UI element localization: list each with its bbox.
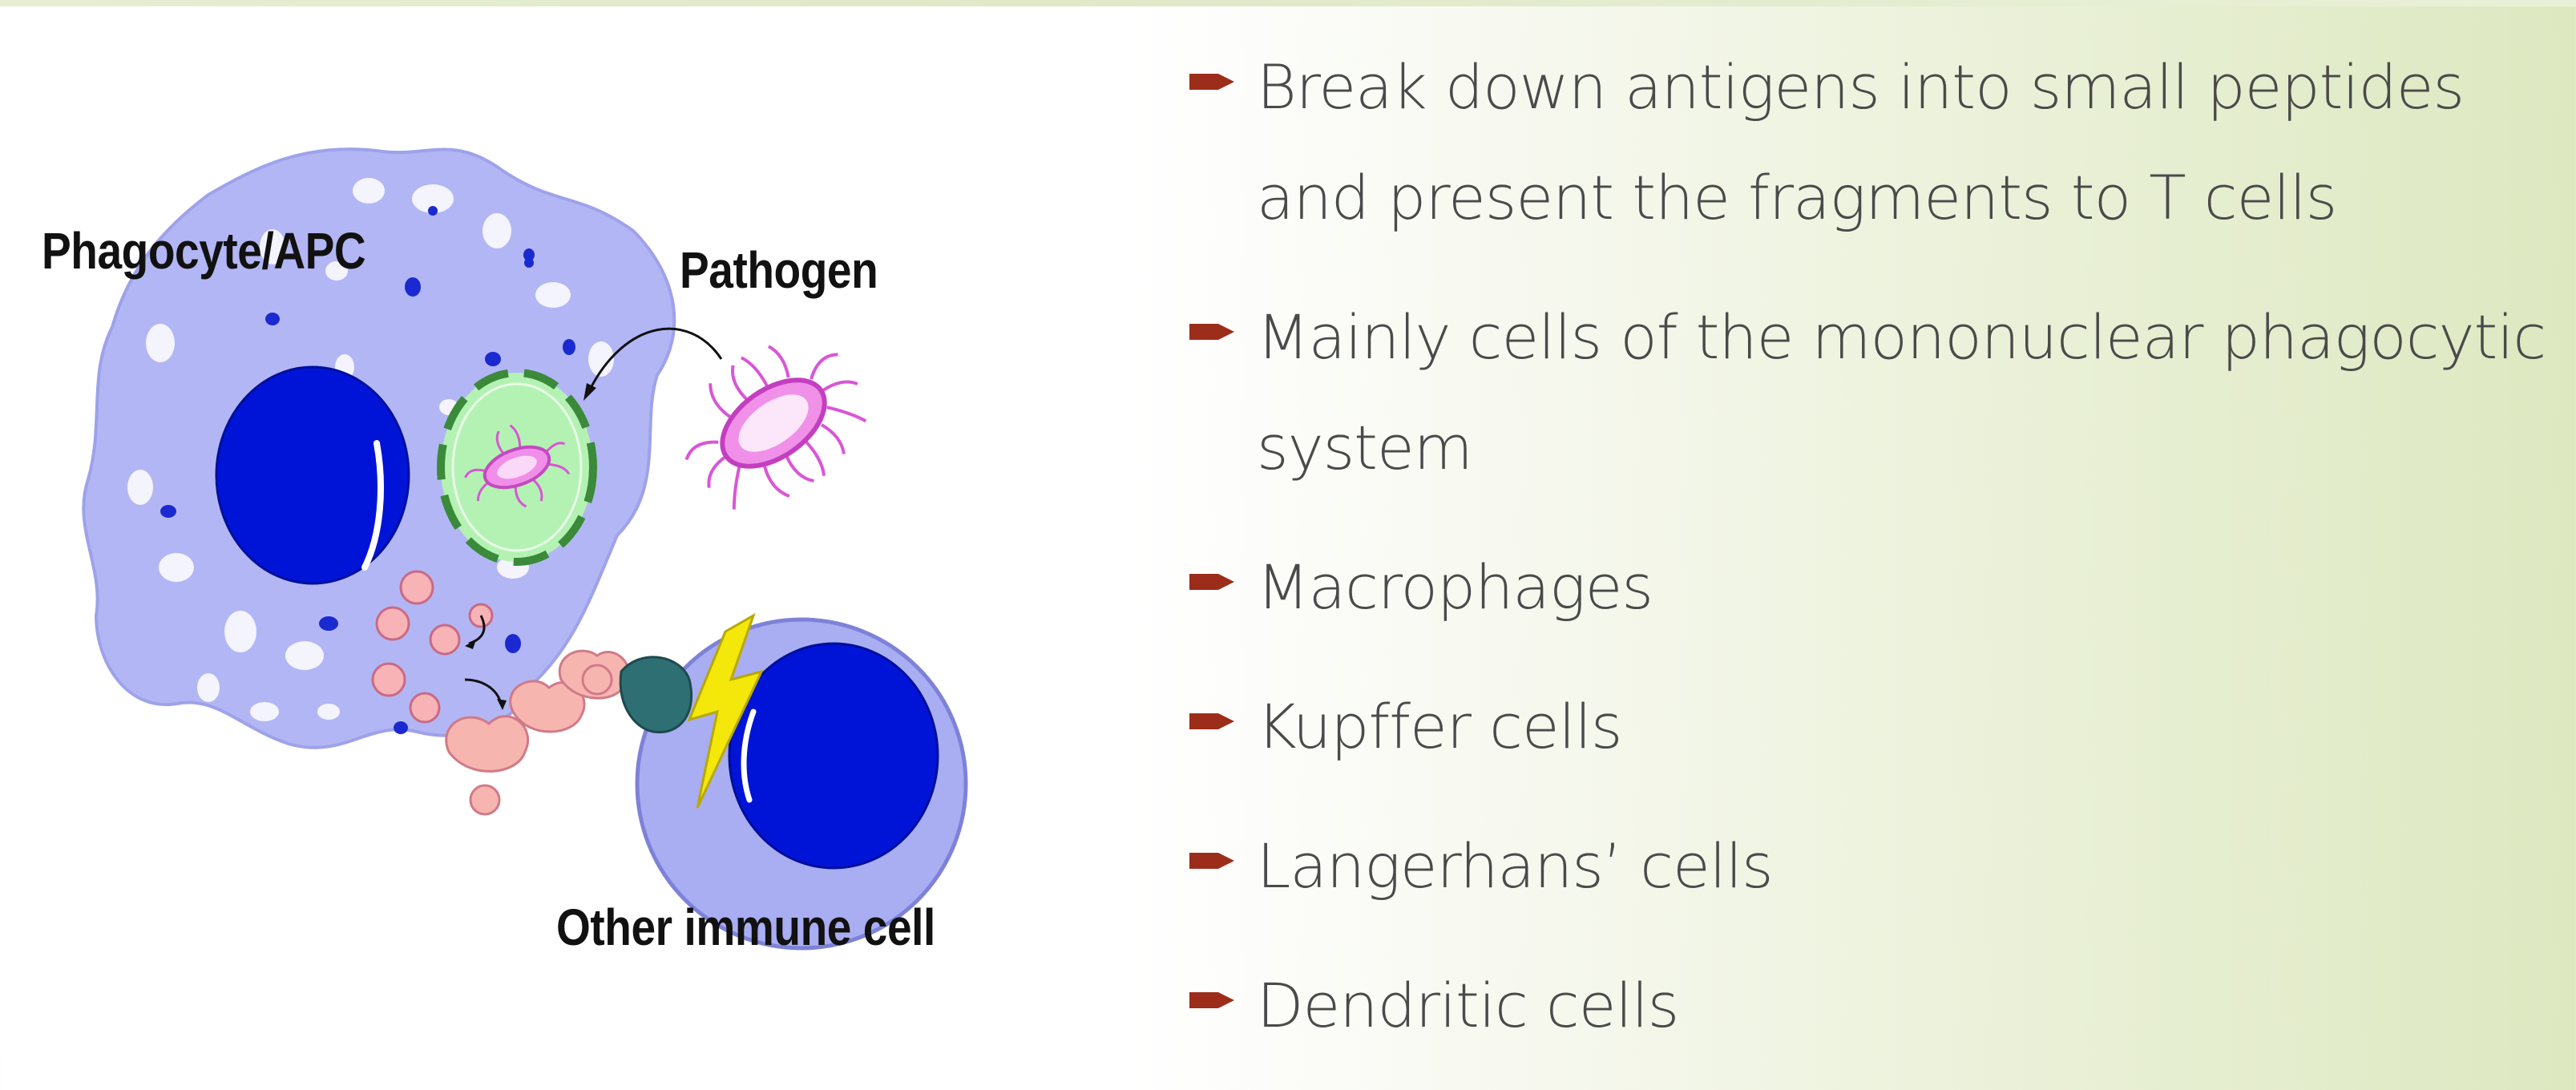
bullet-text: Dendritic cells [1257, 970, 1679, 1041]
bullet-text: Kupffer cells [1257, 691, 1623, 762]
phagocyte-diagram [82, 147, 968, 951]
engulf-arrowhead [583, 383, 596, 401]
bullet-item: Kupffer cells [1186, 672, 2565, 782]
engulfed-pathogen [464, 424, 571, 508]
bullet-text: Langerhans’ cells [1257, 830, 1774, 902]
bullet-item: Dendritic cells [1186, 951, 2565, 1061]
immune-cell-nucleus [728, 642, 939, 870]
arrow-bullet-icon [1189, 74, 1234, 90]
bullet-item: Break down antigens into small peptides … [1186, 32, 2565, 253]
lightning-signal-icon [687, 612, 764, 809]
label-phagocyte: Phagocyte/APC [42, 222, 366, 280]
bullet-text: Break down antigens into small peptides … [1257, 51, 2465, 233]
arrow-bullet-icon [1189, 992, 1234, 1008]
engulf-arrow [587, 327, 723, 392]
arrow-bullet-icon [1189, 713, 1234, 729]
receptor [619, 656, 693, 734]
pathogen-bacterium [684, 345, 867, 510]
bullet-item: Mainly cells of the mononuclear phagocyt… [1186, 282, 2565, 503]
bullet-item: Langerhans’ cells [1186, 811, 2565, 922]
mhc-molecules [445, 649, 630, 816]
phagocyte-nucleus [215, 365, 410, 585]
arrow-bullet-icon [1189, 574, 1234, 590]
nucleus-highlight [361, 440, 384, 571]
peptide-fragments [371, 570, 494, 724]
bullet-text: Macrophages [1257, 551, 1653, 623]
antigen-presentation-illustration: Phagocyte/APC Pathogen Other immune cell [0, 6, 1129, 1057]
bullet-item: Macrophages [1186, 532, 2565, 643]
arrow-bullet-icon [1189, 324, 1234, 340]
dark-granules [160, 206, 575, 734]
arrow-bullet-icon [1189, 853, 1234, 869]
label-pathogen: Pathogen [680, 241, 878, 299]
bullet-text: Mainly cells of the mononuclear phagocyt… [1257, 301, 2546, 483]
top-strip [0, 0, 2576, 6]
label-other-immune-cell: Other immune cell [556, 898, 935, 956]
bullet-list: Break down antigens into small peptides … [1186, 32, 2565, 1090]
